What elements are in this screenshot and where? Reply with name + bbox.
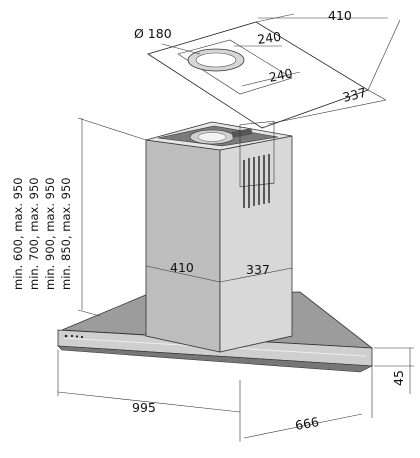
outlet-width-label: 240 — [256, 29, 282, 47]
top-width-label: 410 — [328, 8, 352, 23]
vent-grille — [243, 154, 270, 208]
chimney-width-label: 410 — [170, 260, 194, 275]
canopy-dimension-lines — [57, 347, 414, 442]
chimney-right-face — [219, 135, 293, 353]
hood-body — [57, 120, 374, 373]
top-view-plan — [147, 13, 401, 129]
chimney-depth-label: 337 — [246, 262, 270, 277]
canopy-width-label: 995 — [132, 400, 156, 415]
height-range-2: min. 700, max. 950 — [27, 177, 41, 290]
duct-diameter-label: Ø 180 — [134, 26, 172, 41]
chimney-left-face — [145, 139, 221, 353]
outlet-depth-label: 240 — [268, 65, 295, 85]
height-range-1: min. 600, max. 950 — [11, 177, 25, 290]
height-range-4: min. 850, max. 950 — [59, 177, 73, 290]
canopy-depth-label: 666 — [294, 414, 320, 433]
canopy-thickness-label: 45 — [391, 370, 406, 386]
top-depth-label: 337 — [341, 85, 368, 105]
height-range-3: min. 900, max. 950 — [43, 177, 57, 290]
height-dimension-lines — [77, 117, 147, 317]
